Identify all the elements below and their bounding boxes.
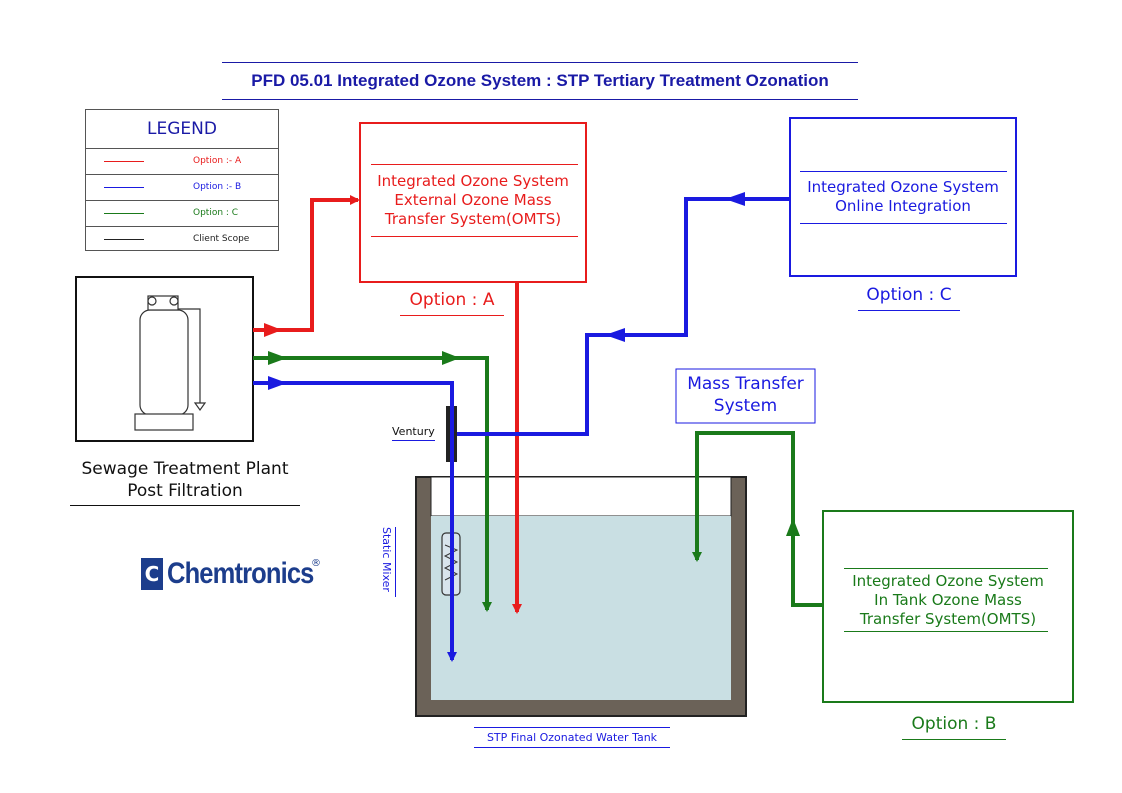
legend-table: LEGEND Option :- A Option :- B Option : … [85, 109, 279, 251]
option-a-line3: Transfer System(OMTS) [384, 210, 562, 228]
option-a-label: Option : A [400, 290, 504, 316]
static-mixer-label: Static Mixer [380, 527, 396, 597]
option-b-line1: Integrated Ozone System [852, 572, 1044, 590]
option-a-box [359, 122, 587, 283]
option-b-feed-line [253, 381, 457, 662]
legend-swatch-red [104, 161, 144, 162]
logo-wordmark: Chemtronics [167, 557, 314, 590]
option-c-online-line [457, 197, 790, 436]
legend-label: Option :- A [193, 156, 242, 166]
page-title: PFD 05.01 Integrated Ozone System : STP … [222, 62, 858, 100]
option-c-label: Option : C [858, 285, 960, 311]
divider [371, 236, 578, 237]
stp-line2: Post Filtration [127, 481, 243, 501]
divider [844, 631, 1048, 632]
legend-swatch-blue [104, 187, 144, 188]
option-c-line2: Online Integration [835, 197, 971, 215]
legend-swatch-green [104, 213, 144, 214]
option-c-box [789, 117, 1017, 277]
stp-label: Sewage Treatment Plant Post Filtration [70, 458, 300, 506]
option-a-line2: External Ozone Mass [394, 191, 552, 209]
registered-mark-icon: ® [311, 558, 321, 569]
option-c-text: Integrated Ozone System Online Integrati… [790, 178, 1016, 216]
option-c-line1: Integrated Ozone System [807, 178, 999, 196]
option-a-feed-line [253, 195, 360, 332]
legend-label: Client Scope [193, 234, 250, 244]
mass-transfer-text: Mass Transfer System [676, 373, 815, 417]
option-b-box [822, 510, 1074, 703]
option-b-text: Integrated Ozone System In Tank Ozone Ma… [823, 572, 1073, 629]
option-b-loop-line [692, 431, 823, 607]
legend-row-client-scope: Client Scope [86, 227, 278, 252]
divider [800, 171, 1007, 172]
divider [844, 568, 1048, 569]
legend-heading: LEGEND [86, 110, 278, 149]
legend-row-option-c: Option : C [86, 201, 278, 227]
water-tank [415, 476, 747, 717]
mass-transfer-line2: System [713, 396, 778, 416]
chemtronics-logo: C Chemtronics ® [141, 556, 339, 592]
divider [800, 223, 1007, 224]
stp-line1: Sewage Treatment Plant [81, 459, 289, 479]
mass-transfer-line1: Mass Transfer [687, 374, 804, 394]
option-b-line2: In Tank Ozone Mass [874, 591, 1022, 609]
legend-label: Option : C [193, 208, 239, 218]
option-a-text: Integrated Ozone System External Ozone M… [360, 172, 586, 229]
option-b-label: Option : B [902, 714, 1006, 740]
legend-row-option-a: Option :- A [86, 149, 278, 175]
legend-label: Option :- B [193, 182, 242, 192]
tank-label: STP Final Ozonated Water Tank [474, 727, 670, 748]
venturi-label: Ventury [392, 425, 435, 441]
legend-swatch-black [104, 239, 144, 240]
divider [371, 164, 578, 165]
mass-transfer-box [675, 368, 816, 424]
option-c-feed-line [253, 356, 492, 612]
logo-mark-icon: C [141, 558, 163, 590]
option-b-line3: Transfer System(OMTS) [859, 610, 1037, 628]
option-a-line1: Integrated Ozone System [377, 172, 569, 190]
legend-row-option-b: Option :- B [86, 175, 278, 201]
filter-vessel-icon [134, 295, 207, 431]
